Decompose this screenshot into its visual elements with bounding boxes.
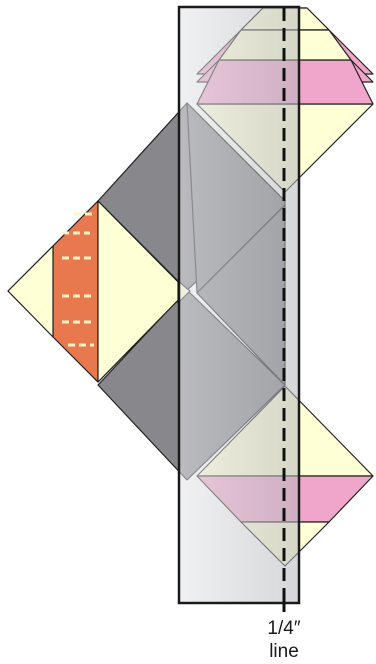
quarter-inch-label: 1/4″ (250, 618, 318, 640)
ruler (179, 7, 299, 603)
cream-left-point (8, 246, 53, 337)
line-label: line (250, 641, 318, 663)
orange-strip (53, 201, 98, 382)
